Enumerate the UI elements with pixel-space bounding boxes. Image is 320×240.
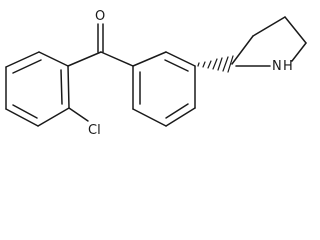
- pyrrolidine-bond-4: [291, 42, 307, 62]
- left-ring-bond-1: [38, 51, 69, 67]
- left-ring-bond-6: [67, 65, 70, 109]
- structure-diagram: O Cl N H: [5, 9, 307, 138]
- chlorine-label: Cl: [88, 123, 101, 138]
- right-ring-inner-bond-b: [165, 103, 189, 119]
- bond-carbonyl-to-right-ring: [100, 51, 134, 67]
- hydrogen-label: H: [283, 59, 293, 74]
- left-ring-inner-bond-c: [60, 69, 63, 105]
- bond-carbonyl-to-left-ring: [67, 51, 102, 67]
- right-ring-bond-4: [165, 107, 196, 127]
- left-ring-bond-5: [37, 107, 70, 127]
- stereo-hashed-wedge: [197, 55, 234, 73]
- right-ring-bond-1: [132, 51, 167, 67]
- right-ring-inner-bond-a: [164, 59, 189, 72]
- bond-ring-to-chlorine: [68, 107, 89, 122]
- right-ring-bond-2: [165, 51, 196, 67]
- nitrogen-label: N: [272, 59, 282, 74]
- left-ring-inner-bond-b: [12, 104, 38, 119]
- right-ring-bond-5: [132, 108, 167, 127]
- left-ring-bond-2: [5, 51, 40, 68]
- pyrrolidine-bond-1: [231, 35, 254, 65]
- oxygen-label: O: [95, 9, 105, 24]
- pyrrolidine-bond-2: [252, 16, 286, 37]
- left-ring-inner-bond-a: [12, 59, 42, 74]
- pyrrolidine-bond-3: [284, 16, 307, 44]
- left-ring-bond-4: [5, 108, 39, 127]
- molecule-drawing: O Cl N H: [5, 9, 307, 138]
